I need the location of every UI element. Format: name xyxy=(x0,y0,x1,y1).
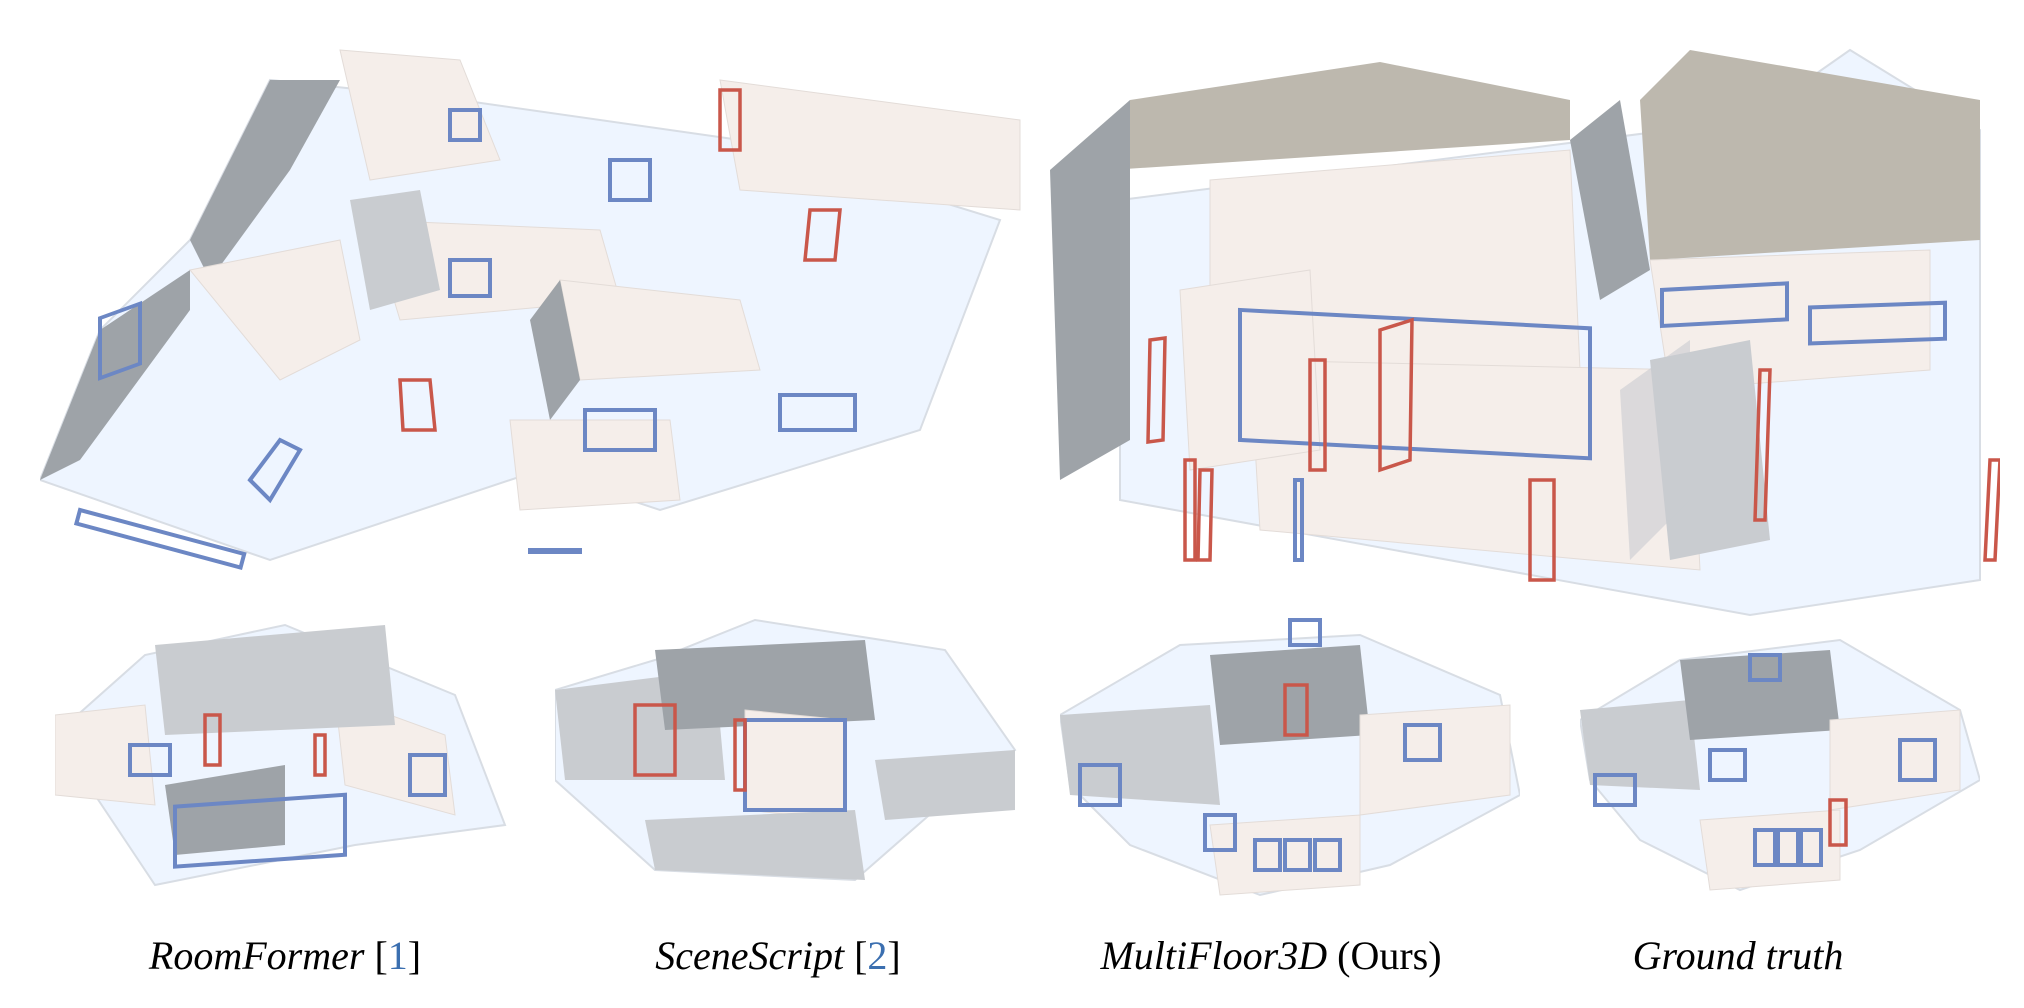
roomformer-floorplan-render xyxy=(55,623,507,887)
caption-roomformer: RoomFormer [1] xyxy=(148,933,422,978)
caption-ground-truth: Ground truth xyxy=(1633,932,1844,979)
method-name: Ground truth xyxy=(1632,933,1844,978)
top-right-floorplan-render xyxy=(1050,48,2000,617)
method-name: MultiFloor3D xyxy=(1100,933,1328,978)
top-left-floorplan-render xyxy=(40,49,1021,570)
caption-multifloor3d: MultiFloor3D (Ours) xyxy=(1100,932,1441,979)
multifloor3d-floorplan-render xyxy=(1060,618,1520,897)
caption-scenescript: SceneScript [2] xyxy=(655,933,901,978)
method-name: RoomFormer xyxy=(148,933,365,978)
ground-truth-floorplan-render xyxy=(1580,638,1980,892)
citation-link[interactable]: 1 xyxy=(387,933,408,978)
scenescript-floorplan-render xyxy=(555,618,1017,882)
method-name: SceneScript xyxy=(655,933,845,978)
citation-link[interactable]: 2 xyxy=(867,933,888,978)
ours-label: (Ours) xyxy=(1337,933,1442,978)
